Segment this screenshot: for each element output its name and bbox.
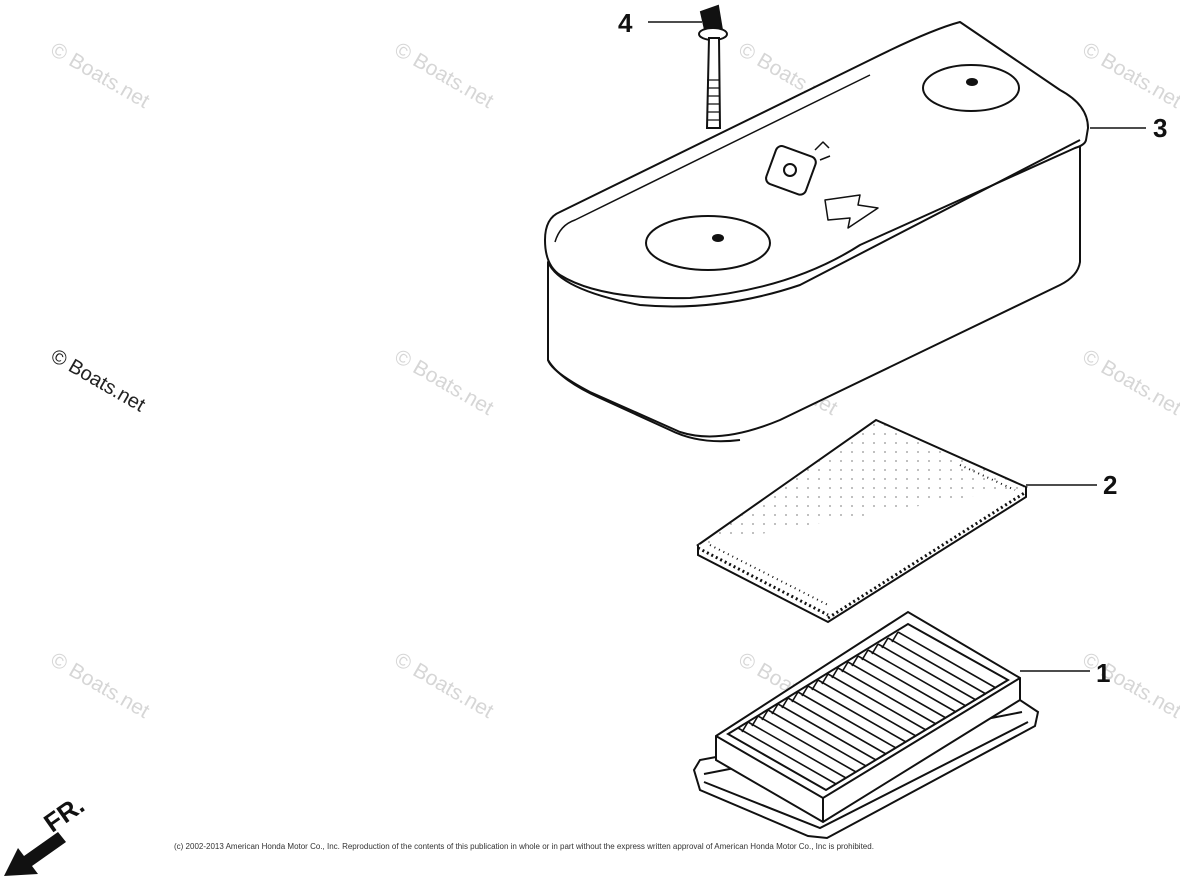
callout-2: 2 xyxy=(1103,470,1118,500)
front-arrow-icon xyxy=(4,832,66,876)
air-cleaner-cover xyxy=(544,21,1089,443)
callout-1: 1 xyxy=(1096,658,1111,688)
wing-bolt xyxy=(698,4,728,129)
leader-lines xyxy=(648,21,1146,672)
copyright-notice: (c) 2002-2013 American Honda Motor Co., … xyxy=(174,842,874,851)
paper-filter-element xyxy=(692,610,1040,840)
callout-3: 3 xyxy=(1153,113,1168,143)
callout-4: 4 xyxy=(618,8,633,38)
foam-prefilter xyxy=(696,418,1029,624)
